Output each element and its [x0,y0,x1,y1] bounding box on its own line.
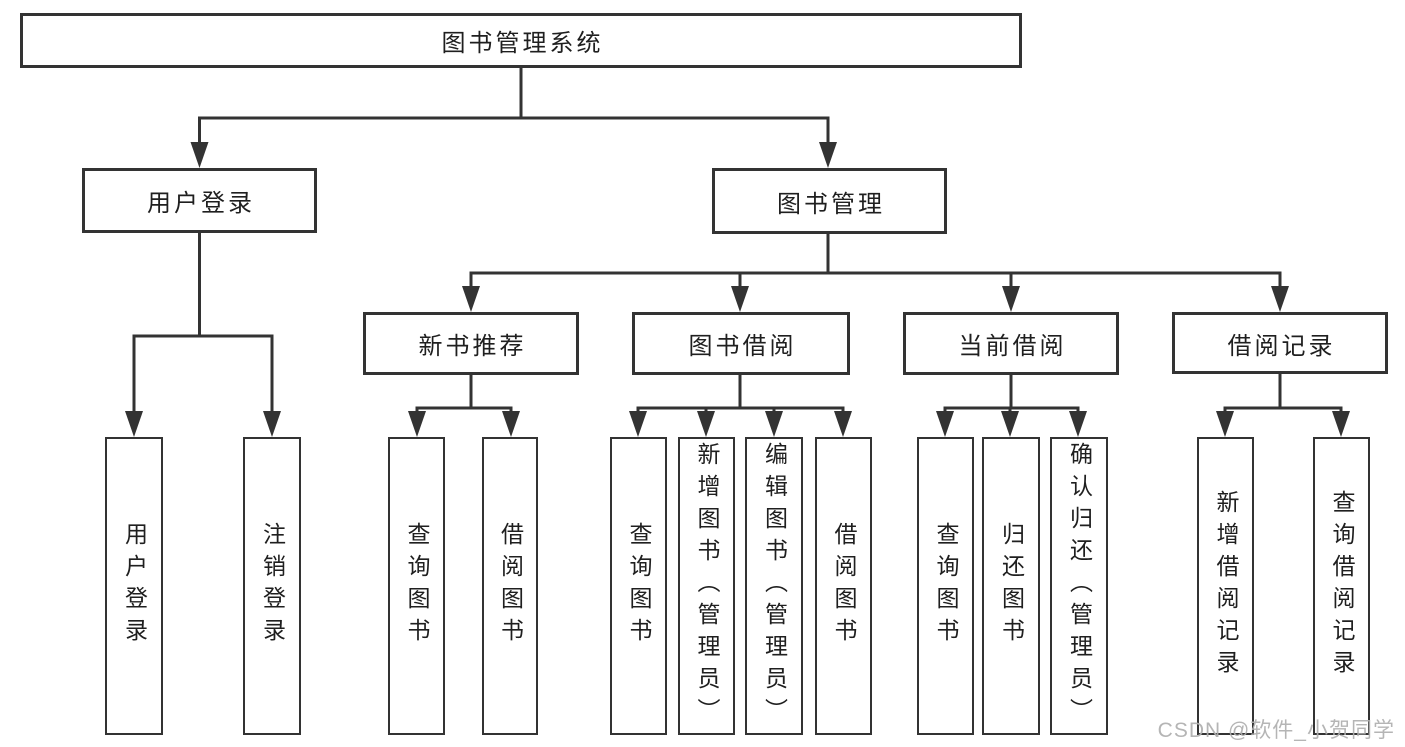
node-cb-query-label: 查询图书 [933,522,959,650]
node-root-label: 图书管理系统 [441,30,604,57]
node-bb-add: 新增图书（管理员） [678,437,735,735]
node-book-borrow: 图书借阅 [632,312,850,375]
arrowhead-down-icon [408,411,426,437]
arrowhead-down-icon [834,411,852,437]
connector-line [1223,406,1343,416]
connector-line [636,406,845,416]
arrowhead-down-icon [765,411,783,437]
node-book-borrow-label: 图书借阅 [688,333,797,360]
node-cb-confirm-label: 确认归还（管理员） [1066,442,1093,730]
connector-line [132,334,274,414]
connector-line [198,116,830,150]
node-bb-borrow: 借阅图书 [815,437,872,735]
node-user-login: 用户登录 [82,168,317,233]
arrowhead-down-icon [697,411,715,437]
node-bb-edit: 编辑图书（管理员） [745,437,803,735]
node-new-book-rec: 新书推荐 [363,312,579,375]
arrowhead-down-icon [629,411,647,437]
node-borrow-records-label: 借阅记录 [1227,332,1336,360]
arrowhead-down-icon [190,142,209,168]
arrowhead-down-icon [1001,411,1019,437]
node-book-mgmt-label: 图书管理 [777,190,885,218]
node-ul-login: 用户登录 [105,437,163,735]
node-root: 图书管理系统 [20,13,1022,68]
arrowhead-down-icon [125,411,143,437]
node-borrow-records: 借阅记录 [1172,312,1388,374]
arrowhead-down-icon [263,411,281,437]
node-bb-query: 查询图书 [610,437,667,735]
node-cb-query: 查询图书 [917,437,974,735]
node-nb-query: 查询图书 [388,437,445,735]
node-ul-logout: 注销登录 [243,437,301,735]
arrowhead-down-icon [936,411,954,437]
arrowhead-down-icon [1271,286,1289,312]
arrowhead-down-icon [1216,411,1234,437]
arrowhead-down-icon [1332,411,1350,437]
node-new-book-rec-label: 新书推荐 [418,333,527,360]
node-br-add: 新增借阅记录 [1197,437,1254,735]
node-bb-query-label: 查询图书 [626,522,652,650]
node-br-query-label: 查询借阅记录 [1329,490,1355,682]
node-bb-edit-label: 编辑图书（管理员） [761,442,788,730]
node-cb-return-label: 归还图书 [998,522,1025,650]
arrowhead-down-icon [502,411,520,437]
node-br-add-label: 新增借阅记录 [1213,490,1239,682]
node-cb-confirm: 确认归还（管理员） [1050,437,1108,735]
arrowhead-down-icon [1002,286,1020,312]
watermark: CSDN @软件_小贺同学 [1157,719,1395,742]
node-bb-borrow-label: 借阅图书 [831,522,857,650]
node-current-borrow-label: 当前借阅 [958,333,1067,360]
arrowhead-down-icon [819,142,837,168]
node-current-borrow: 当前借阅 [903,312,1119,375]
connector-line [415,406,513,416]
node-ul-logout-label: 注销登录 [259,522,286,650]
connector-line [469,271,1282,292]
node-nb-query-label: 查询图书 [404,522,430,650]
arrowhead-down-icon [731,286,749,312]
node-nb-borrow-label: 借阅图书 [497,522,524,650]
node-bb-add-label: 新增图书（管理员） [694,442,720,730]
node-br-query: 查询借阅记录 [1313,437,1370,735]
node-user-login-label: 用户登录 [147,190,255,217]
node-ul-login-label: 用户登录 [121,522,148,650]
node-cb-return: 归还图书 [982,437,1040,735]
node-nb-borrow: 借阅图书 [482,437,538,735]
arrowhead-down-icon [1069,411,1087,437]
node-book-mgmt: 图书管理 [712,168,947,234]
arrowhead-down-icon [462,286,480,312]
